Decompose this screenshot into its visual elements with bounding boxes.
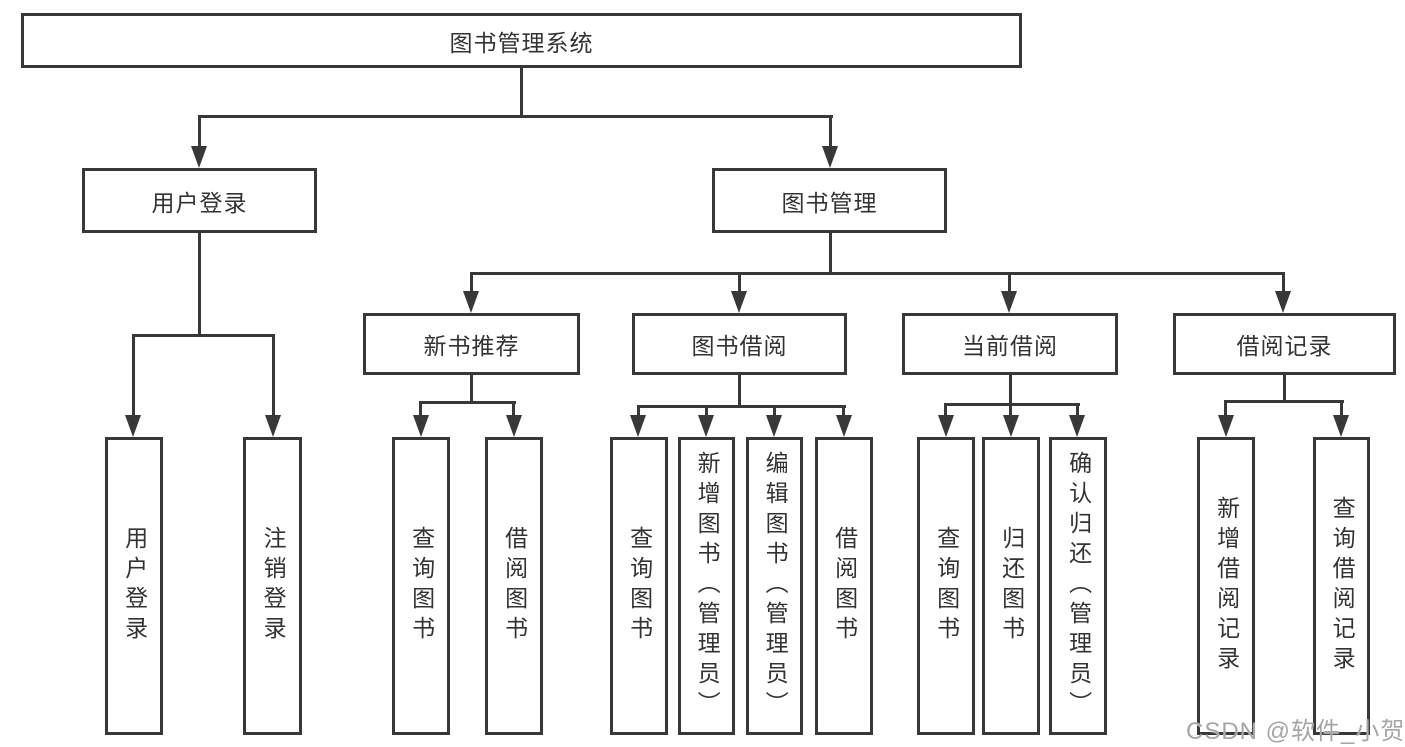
csdn-watermark: CSDN @软件_小贺同学 <box>1186 718 1405 745</box>
connector <box>637 405 640 417</box>
connector <box>738 272 741 293</box>
connector <box>773 405 776 417</box>
node-label: 新增图书（管理员） <box>694 451 721 721</box>
node-label: 新增借阅记录 <box>1213 496 1240 676</box>
connector <box>829 115 832 148</box>
connector <box>272 334 275 417</box>
node-label: 图书管理系统 <box>449 29 594 56</box>
node-label: 新书推荐 <box>423 333 520 359</box>
node-label: 借阅图书 <box>831 526 858 646</box>
arrow-down-icon <box>1275 291 1291 313</box>
node-new-book-recommend: 新书推荐 <box>363 313 580 375</box>
node-label: 归还图书 <box>998 526 1025 646</box>
node-book-management: 图书管理 <box>712 168 947 233</box>
node-label: 查询借阅记录 <box>1329 496 1356 676</box>
arrow-down-icon <box>463 291 479 313</box>
arrow-down-icon <box>413 415 429 437</box>
arrow-down-icon <box>1001 291 1017 313</box>
node-label: 确认归还（管理员） <box>1065 451 1092 721</box>
arrow-down-icon <box>125 415 141 437</box>
node-label: 用户登录 <box>121 526 148 646</box>
connector <box>132 334 275 337</box>
node-library-system: 图书管理系统 <box>21 13 1022 68</box>
connector <box>512 401 515 417</box>
leaf-query-books-current: 查询图书 <box>917 437 975 735</box>
node-label: 查询图书 <box>933 526 960 646</box>
connector <box>944 403 947 417</box>
connector <box>1009 403 1012 417</box>
connector <box>1224 400 1344 403</box>
arrow-down-icon <box>1069 415 1085 437</box>
node-label: 当前借阅 <box>962 333 1058 359</box>
node-label: 图书借阅 <box>691 333 788 359</box>
arrow-down-icon <box>836 415 852 437</box>
leaf-query-borrow-record: 查询借阅记录 <box>1313 437 1370 735</box>
leaf-edit-book-admin: 编辑图书（管理员） <box>746 437 803 735</box>
node-current-borrow: 当前借阅 <box>902 313 1118 375</box>
leaf-user-login: 用户登录 <box>105 437 163 735</box>
arrow-down-icon <box>822 146 838 168</box>
node-label: 借阅图书 <box>501 526 528 646</box>
leaf-add-borrow-record: 新增借阅记录 <box>1197 437 1255 735</box>
node-label: 用户登录 <box>151 189 248 216</box>
arrow-down-icon <box>1003 415 1019 437</box>
arrow-down-icon <box>766 415 782 437</box>
node-label: 查询图书 <box>626 526 653 646</box>
arrow-down-icon <box>506 415 522 437</box>
connector <box>1008 272 1011 293</box>
node-label: 查询图书 <box>408 526 435 646</box>
connector <box>198 115 201 148</box>
leaf-logout: 注销登录 <box>243 437 302 735</box>
arrow-down-icon <box>191 146 207 168</box>
connector <box>637 405 846 408</box>
leaf-add-book-admin: 新增图书（管理员） <box>678 437 735 735</box>
node-label: 图书管理 <box>781 189 878 216</box>
connector <box>198 115 833 118</box>
leaf-borrow-books-recommend: 借阅图书 <box>485 437 543 735</box>
connector <box>944 403 1080 406</box>
connector <box>842 405 845 417</box>
connector <box>198 233 201 336</box>
arrow-down-icon <box>698 415 714 437</box>
connector <box>829 233 832 275</box>
connector <box>470 272 1285 275</box>
connector <box>132 334 135 417</box>
arrow-down-icon <box>630 415 646 437</box>
connector <box>1076 403 1079 417</box>
leaf-query-books-recommend: 查询图书 <box>392 437 450 735</box>
node-label: 编辑图书（管理员） <box>762 451 789 721</box>
connector <box>1340 400 1343 417</box>
connector <box>1282 272 1285 293</box>
connector <box>705 405 708 417</box>
leaf-query-books-borrow: 查询图书 <box>610 437 668 735</box>
connector <box>738 375 741 408</box>
leaf-confirm-return-admin: 确认归还（管理员） <box>1049 437 1107 735</box>
connector <box>1009 375 1012 406</box>
connector <box>470 272 473 293</box>
node-user-login: 用户登录 <box>82 168 317 233</box>
connector <box>419 401 422 417</box>
node-label: 注销登录 <box>260 526 287 646</box>
arrow-down-icon <box>938 415 954 437</box>
node-label: 借阅记录 <box>1236 333 1333 359</box>
arrow-down-icon <box>731 291 747 313</box>
connector <box>1224 400 1227 417</box>
leaf-borrow-books: 借阅图书 <box>815 437 873 735</box>
arrow-down-icon <box>1333 415 1349 437</box>
arrow-down-icon <box>265 415 281 437</box>
leaf-return-book: 归还图书 <box>982 437 1040 735</box>
connector <box>470 375 473 404</box>
node-book-borrow: 图书借阅 <box>632 313 847 375</box>
node-borrow-records: 借阅记录 <box>1173 313 1396 375</box>
connector <box>520 68 523 118</box>
connector <box>419 401 516 404</box>
connector <box>1283 375 1286 403</box>
arrow-down-icon <box>1218 415 1234 437</box>
